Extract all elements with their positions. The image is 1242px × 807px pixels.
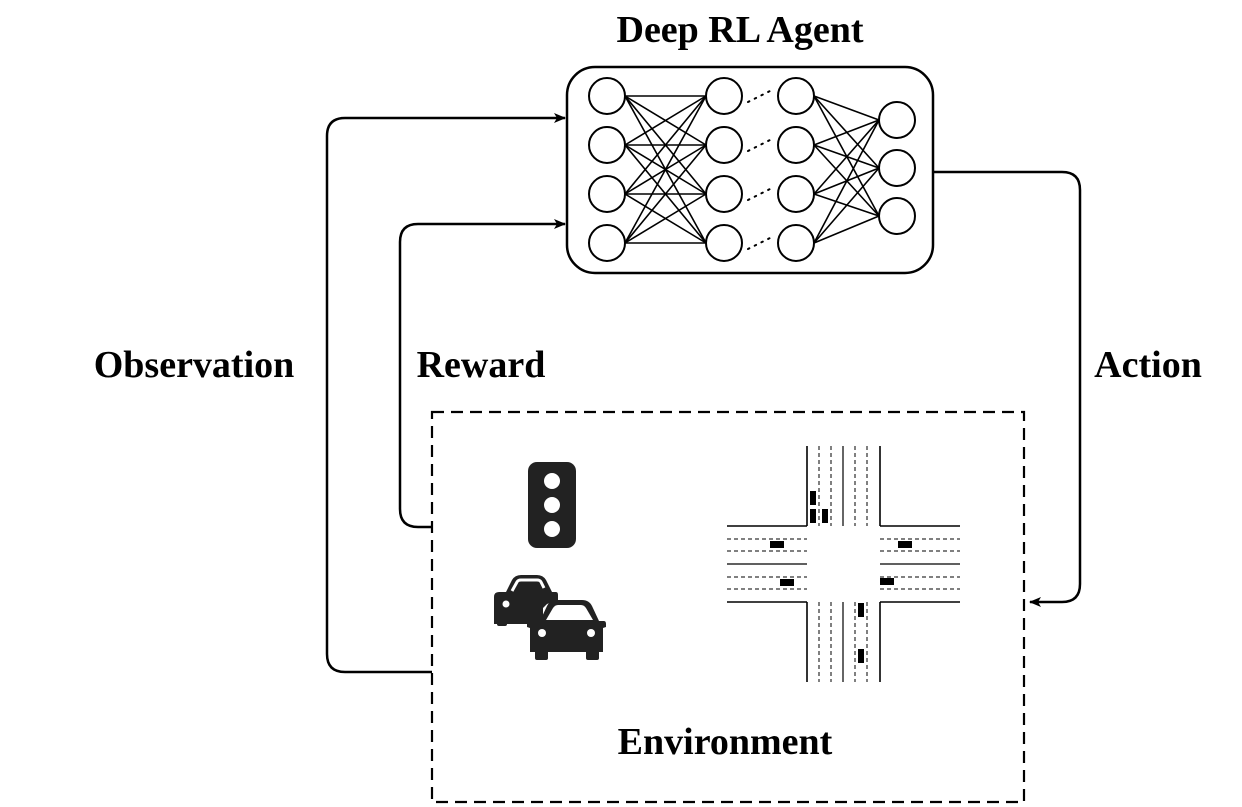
nn-connection [624,95,707,244]
environment-box [430,410,1026,804]
intersection-icon [727,446,960,682]
reward-label: Reward [417,344,546,386]
nn-node [777,77,815,115]
nn-node [878,101,916,139]
nn-connection [813,119,880,146]
neural-network-icon [588,77,916,262]
agent-title: Deep RL Agent [617,9,864,51]
nn-node [588,175,626,213]
reward-arrow [398,219,566,529]
nn-connection [813,119,880,195]
nn-node [588,77,626,115]
nn-connection [813,119,880,244]
nn-node [588,126,626,164]
nn-hidden-gap [747,187,773,201]
nn-hidden-gap [747,89,773,103]
nn-hidden-gap [747,138,773,152]
nn-connection [624,193,707,244]
nn-hidden-gap [747,236,773,250]
nn-connection [813,95,880,121]
observation-label: Observation [94,344,295,386]
nn-node [777,224,815,262]
nn-node [705,175,743,213]
nn-connection [624,144,707,244]
agent-box [565,65,935,275]
nn-node [705,224,743,262]
nn-connection [813,215,880,244]
nn-node [878,197,916,235]
nn-node [777,175,815,213]
nn-node [705,126,743,164]
observation-arrow [325,113,566,674]
traffic-light-icon [528,462,576,548]
action-label: Action [1094,344,1202,386]
nn-node [777,126,815,164]
nn-connection [813,167,880,244]
nn-connection [624,95,707,195]
action-arrow [934,170,1082,607]
cars-icon [494,575,606,660]
nn-node [588,224,626,262]
environment-title: Environment [618,721,833,763]
nn-node [878,149,916,187]
nn-connection [624,95,707,146]
nn-node [705,77,743,115]
